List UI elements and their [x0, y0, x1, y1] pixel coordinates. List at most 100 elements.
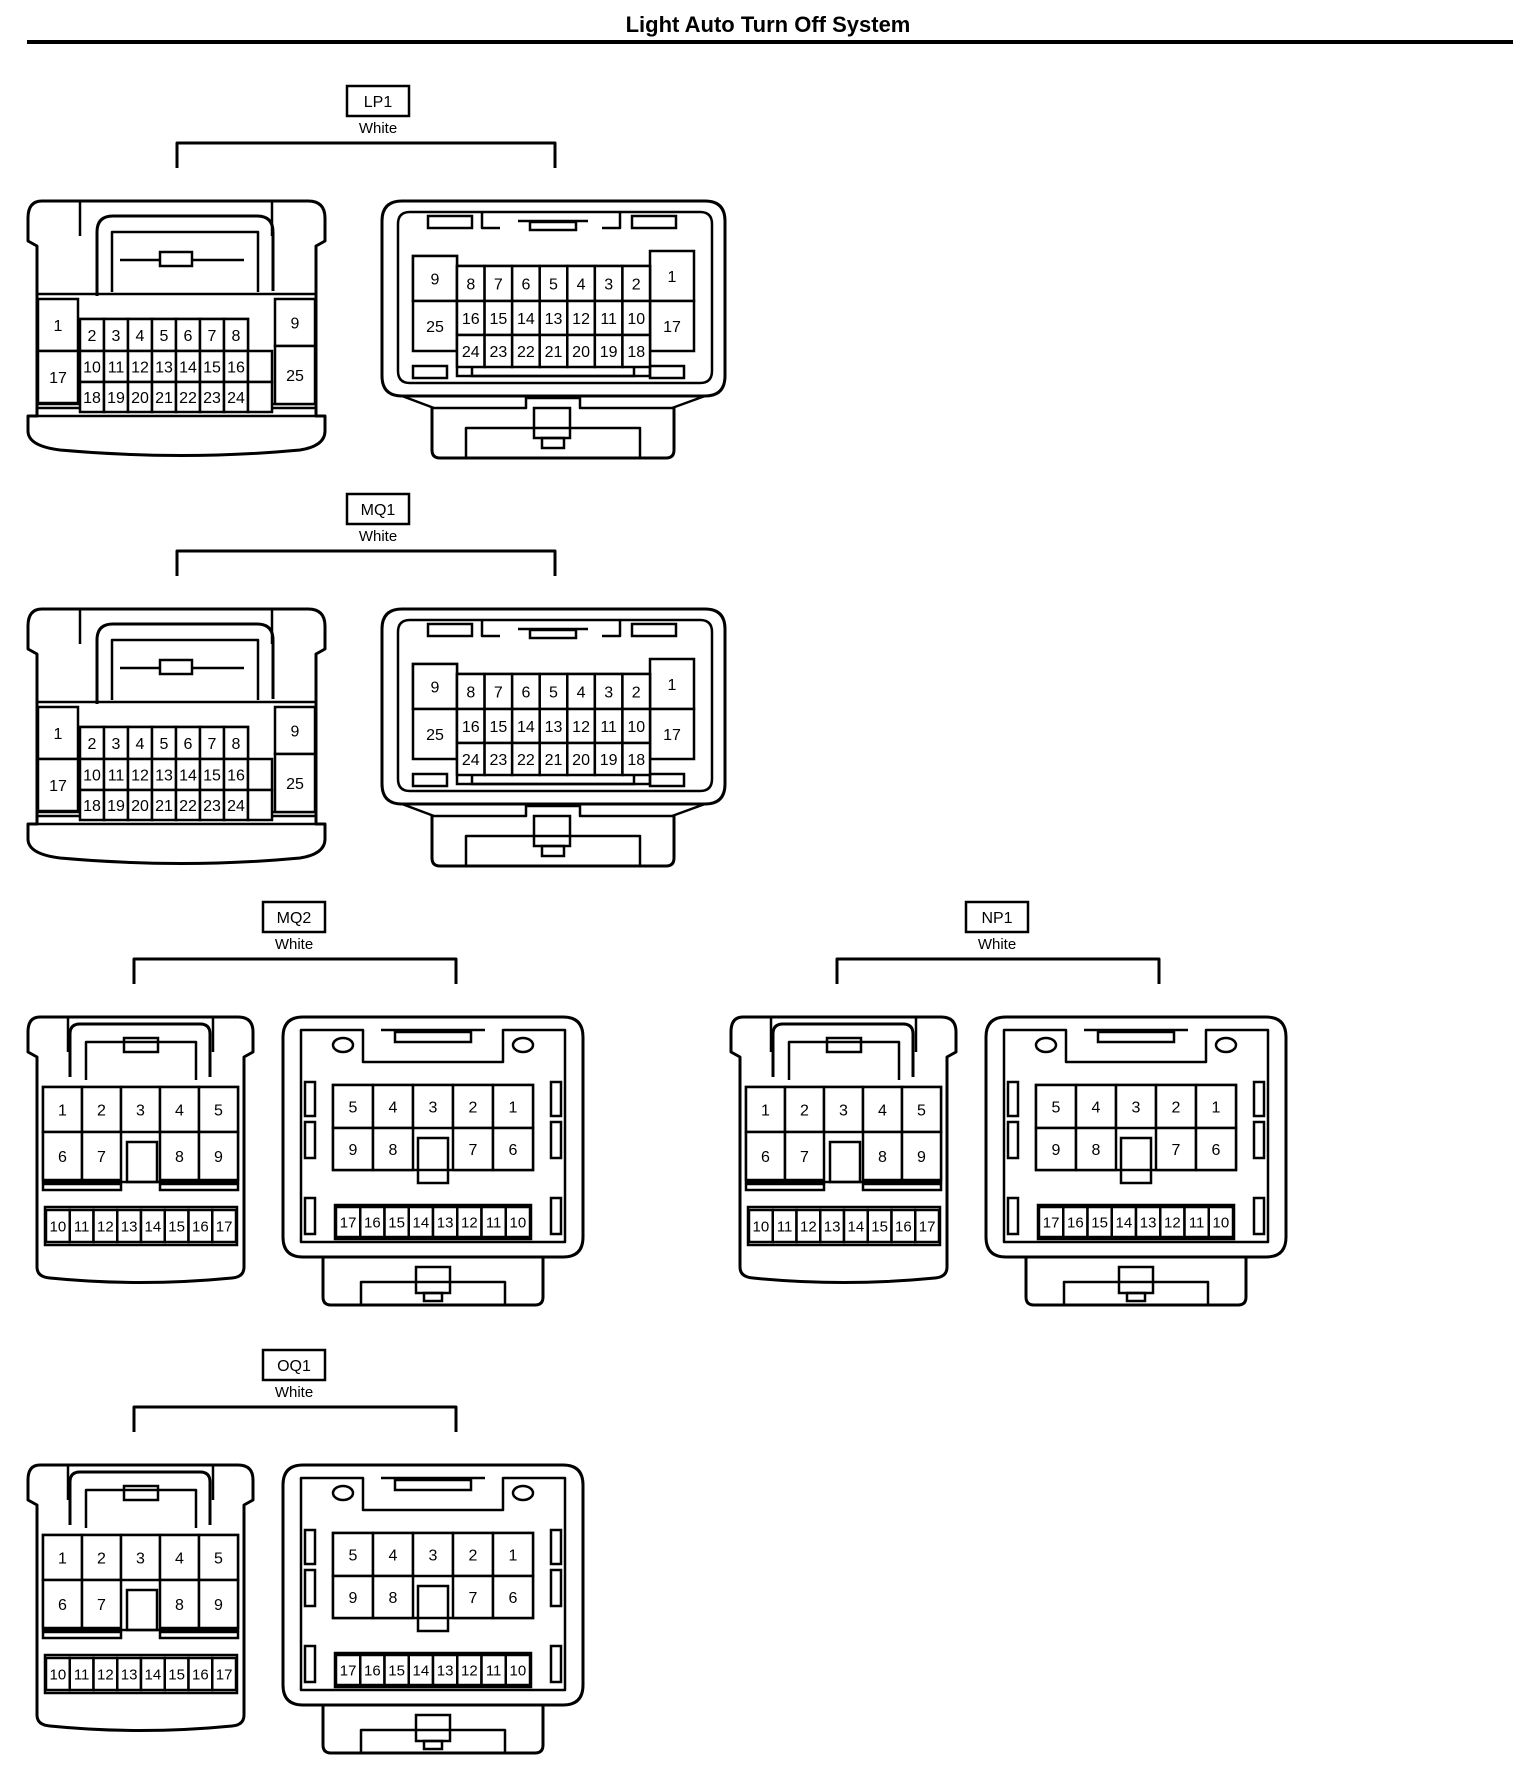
- pin-number: 2: [88, 328, 97, 345]
- pin-number: 14: [179, 359, 197, 376]
- pin-number: 2: [632, 276, 641, 293]
- pin-cell: [861, 1085, 904, 1134]
- pin-number: 17: [919, 1218, 936, 1235]
- lock-frame: [1062, 1280, 1210, 1305]
- group-bracket: [132, 1405, 458, 1432]
- lock-tab: [540, 844, 566, 858]
- pin-number: 4: [577, 276, 586, 293]
- pin-cell: [246, 349, 274, 384]
- housing-outline: [281, 1463, 585, 1707]
- pin-number: 3: [604, 684, 613, 701]
- lock-tab: [532, 814, 572, 848]
- pin-number: 9: [214, 1149, 223, 1166]
- pin-cell: [504, 1653, 532, 1687]
- connector-id: LP1: [364, 94, 393, 111]
- pin-number: 24: [462, 752, 480, 769]
- pin-number: 3: [839, 1102, 848, 1119]
- pin-number: 5: [549, 684, 558, 701]
- inner-wall: [396, 210, 714, 385]
- side-rib: [1006, 1080, 1020, 1118]
- pin-cell: [246, 788, 274, 822]
- inner-wall: [299, 1028, 567, 1244]
- pin-number: 6: [521, 684, 530, 701]
- lock-tab: [540, 436, 566, 450]
- pin-cell: [538, 264, 569, 303]
- pin-number: 4: [1092, 1099, 1101, 1116]
- pin-number: 5: [160, 328, 169, 345]
- pin-number: 17: [1043, 1214, 1060, 1231]
- pin-cell: [197, 1578, 240, 1630]
- pin-number: 12: [572, 311, 590, 328]
- separator-bar: [41, 1182, 123, 1192]
- pin-number: 1: [58, 1550, 67, 1567]
- pin-number: 5: [917, 1102, 926, 1119]
- pin-cell: [914, 1208, 941, 1244]
- pin-number: 16: [462, 311, 480, 328]
- pin-cell: [211, 1656, 238, 1692]
- pin-cell: [621, 333, 652, 369]
- guide-slot: [411, 364, 449, 380]
- key-slot: [393, 1478, 473, 1492]
- pin-number: 5: [349, 1547, 358, 1564]
- pin-cell: [41, 1533, 84, 1582]
- pin-number: 4: [175, 1102, 184, 1119]
- latch-frame: [84, 1488, 198, 1528]
- pin-number: 12: [461, 1214, 478, 1231]
- pin-cell: [197, 1085, 240, 1134]
- side-rib: [549, 1120, 563, 1160]
- pin-cell: [36, 705, 80, 761]
- side-rib: [303, 1196, 317, 1236]
- pin-number: 6: [509, 1590, 518, 1607]
- housing-outline: [26, 1463, 255, 1732]
- lock-housing: [430, 408, 676, 460]
- pin-cell: [1062, 1205, 1089, 1239]
- pin-number: 18: [627, 752, 645, 769]
- pin-number: 1: [509, 1547, 518, 1564]
- pin-number: 10: [50, 1218, 67, 1235]
- pin-number: 2: [469, 1547, 478, 1564]
- pin-number: 10: [83, 359, 101, 376]
- pin-number: 2: [1172, 1099, 1181, 1116]
- pin-number: 11: [777, 1218, 793, 1235]
- lock-housing: [321, 1705, 545, 1755]
- pin-number: 9: [349, 1590, 358, 1607]
- pin-number: 7: [469, 1142, 478, 1159]
- pin-cell: [371, 1083, 415, 1130]
- pin-cell: [483, 299, 514, 337]
- latch-frame: [84, 1040, 198, 1080]
- pin-number: 12: [800, 1218, 817, 1235]
- pin-number: 21: [545, 344, 563, 361]
- latch-frame: [68, 1022, 212, 1077]
- lock-tab: [1117, 1265, 1155, 1295]
- pin-cell: [126, 725, 154, 761]
- key-slot: [416, 1136, 450, 1185]
- pin-number: 22: [517, 344, 535, 361]
- pin-number: 8: [878, 1149, 887, 1166]
- latch-frame: [110, 230, 260, 292]
- pin-number: 7: [208, 736, 217, 753]
- pin-cell: [211, 1208, 238, 1244]
- pin-cell: [1194, 1083, 1238, 1130]
- pin-number: 8: [466, 684, 475, 701]
- guide-slot: [426, 214, 474, 230]
- pin-number: 20: [131, 390, 149, 407]
- pin-cell: [198, 788, 226, 822]
- pin-cell: [371, 1531, 415, 1578]
- pin-cell: [593, 707, 624, 745]
- connector-id-box: [261, 900, 327, 934]
- pin-cell: [80, 1130, 123, 1182]
- pin-number: 4: [389, 1099, 398, 1116]
- pin-number: 7: [469, 1590, 478, 1607]
- pin-number: 17: [49, 778, 67, 795]
- pin-cell: [102, 788, 130, 822]
- pin-number: 23: [489, 344, 507, 361]
- pin-cell: [371, 1574, 415, 1620]
- pin-number: 11: [108, 359, 125, 376]
- housing-outline: [26, 607, 327, 865]
- housing-outline: [26, 199, 327, 457]
- pin-cell: [510, 741, 541, 777]
- connector-color: White: [359, 528, 397, 545]
